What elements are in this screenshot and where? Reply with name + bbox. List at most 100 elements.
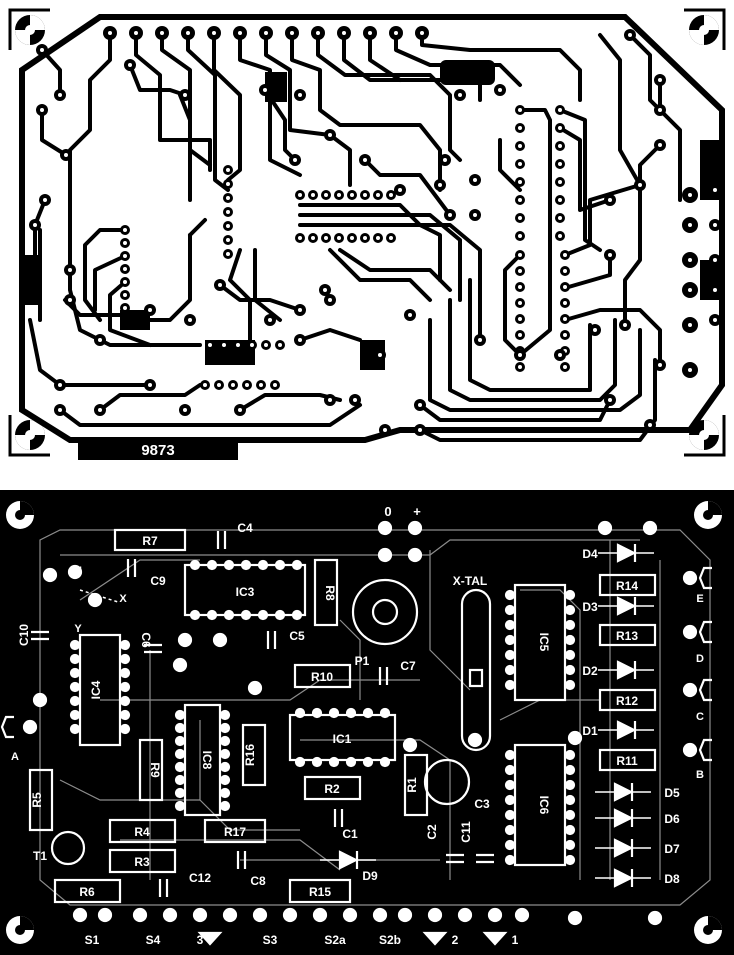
solder-pad [275,340,285,350]
pad-letter-c: C [696,711,704,723]
ic-pin [119,667,131,679]
solder-pad [555,213,565,223]
ic-pin [564,604,576,616]
copper-track [558,126,612,212]
solder-pad [223,221,233,231]
solder-pad [120,251,130,261]
resistor-r16 [241,723,267,787]
component-label-r5: R5 [30,792,44,808]
ic-pin [504,589,516,601]
ic-pin [345,756,357,768]
solder-pad [324,394,336,406]
wire-pad [682,742,698,758]
solder-pad [414,424,426,436]
solder-pad [515,105,525,115]
solder-pad [373,190,383,200]
ic-pin [504,854,516,866]
component-label-r9: R9 [148,762,162,778]
copper-track [218,283,302,312]
ic-pin [219,787,231,799]
wire-pad [282,907,298,923]
solder-pad [144,304,156,316]
ic-pin [119,709,131,721]
ic-pin [69,695,81,707]
wire-pad [212,632,228,648]
ic-pin [564,824,576,836]
connector-label: 1 [512,933,519,947]
component-label-d6: D6 [664,812,680,826]
wire-pad [514,907,530,923]
copper-track [363,158,452,217]
component-label-c12: C12 [189,871,211,885]
board-number: 9873 [141,442,174,459]
solder-pad [337,26,351,40]
solder-pad [120,290,130,300]
component-label-r10: R10 [311,670,333,684]
solder-pad [386,190,396,200]
solder-pad [347,190,357,200]
resistor-r15 [288,878,352,904]
solder-pad [36,104,48,116]
solder-pad [589,324,601,336]
solder-pad [321,233,331,243]
copper-track [108,280,152,347]
wire-pad [377,547,393,563]
solder-pad [555,231,565,241]
ic-pin [69,667,81,679]
solder-pad [654,74,666,86]
solder-pad [60,149,72,161]
solder-pad [264,314,276,326]
ic-pin [504,604,516,616]
wire-pad [177,632,193,648]
wire-pad [67,564,83,580]
solder-pad [415,26,429,40]
ic-pin [189,559,201,571]
resistor-r11 [598,748,657,772]
component-label-c7: C7 [400,659,416,673]
solder-pad [256,380,266,390]
copper-track [40,48,62,97]
wire-pad [372,907,388,923]
copper-track [212,31,242,182]
ic-pin [69,709,81,721]
edge-connector [698,678,712,702]
wire-pad [247,680,263,696]
pad-letter-x: X [119,593,127,605]
solder-pad [181,26,195,40]
solder-pad [373,233,383,243]
ic-pin [504,749,516,761]
solder-pad [604,394,616,406]
solder-pad [359,154,371,166]
solder-pad [29,219,41,231]
solder-pad [474,334,486,346]
pad-letter-e: E [696,593,703,605]
solder-pad [604,194,616,206]
wire-pad [467,732,483,748]
ic-pin [223,609,235,621]
ic-pin [345,707,357,719]
solder-pad [555,159,565,169]
component-label-r12: R12 [616,694,638,708]
copper-track [83,228,127,322]
solder-pad [515,282,525,292]
copper-track [518,108,552,357]
ic-pin [564,749,576,761]
pad-letter-n: N [74,565,82,577]
ic-pin [119,681,131,693]
copper-track [563,253,612,290]
edge-connector [698,620,712,644]
copper-track [598,33,642,187]
ic-pin [240,609,252,621]
component-label-c9: C9 [150,574,166,588]
solder-pad [295,190,305,200]
solder-pad [363,26,377,40]
component-label-c1: C1 [342,827,358,841]
copper-track [148,233,192,322]
solder-pad [654,104,666,116]
solder-pad [103,26,117,40]
ic-pin [504,794,516,806]
component-label-r11: R11 [616,754,638,768]
solder-pad [129,26,143,40]
copper-track [298,328,362,342]
